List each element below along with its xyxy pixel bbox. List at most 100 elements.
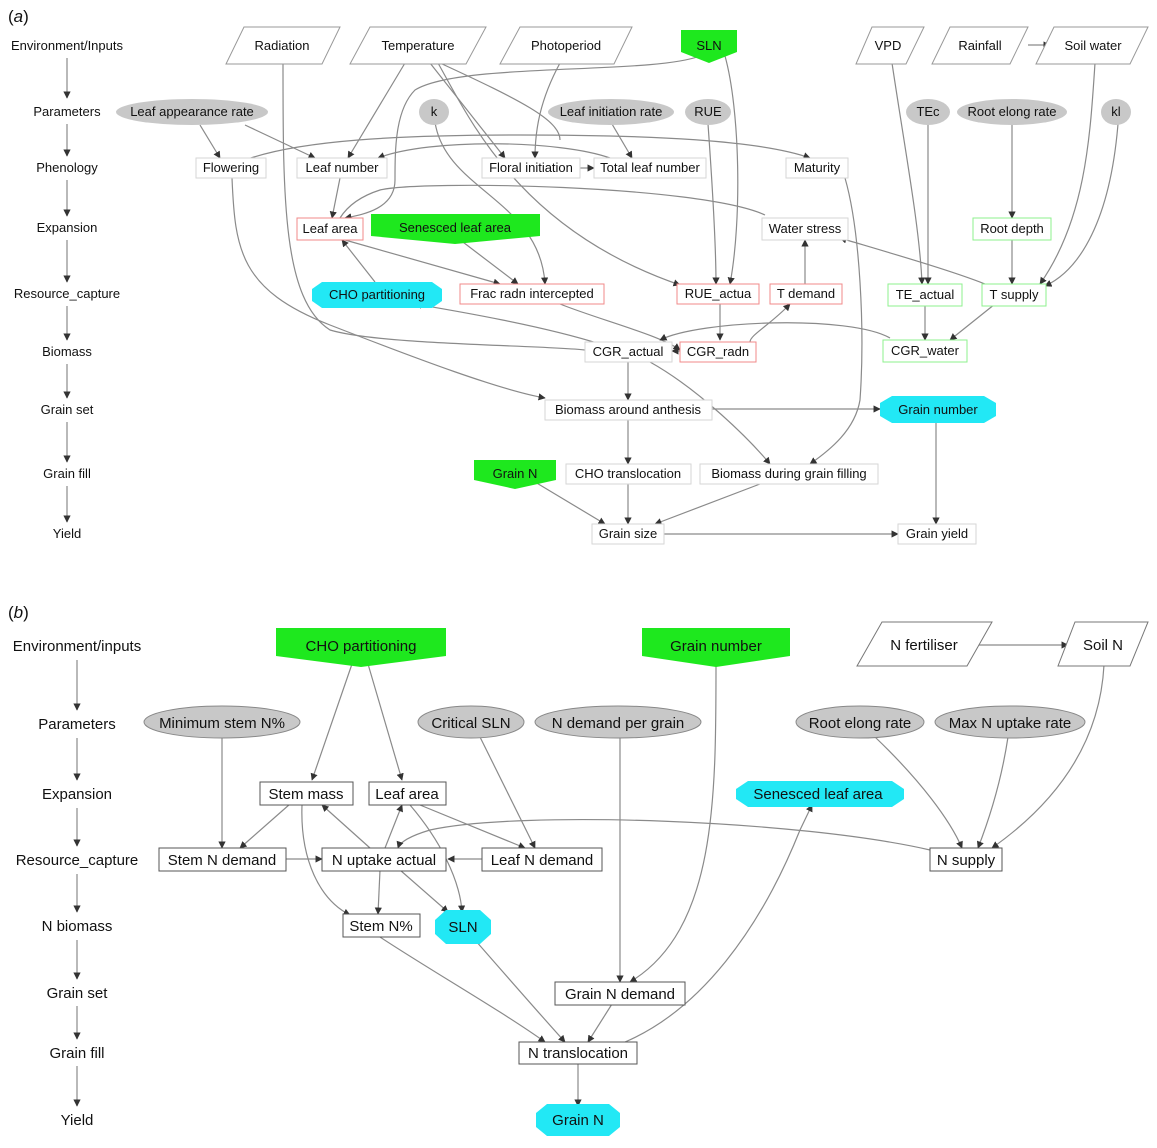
node-maturity: Maturity xyxy=(785,157,849,179)
node-root-depth: Root depth xyxy=(972,217,1052,241)
level-label: Expansion xyxy=(42,786,112,803)
svg-text:Total leaf number: Total leaf number xyxy=(600,160,700,175)
node-photoperiod: Photoperiod xyxy=(499,26,633,65)
node-rue-actua: RUE_actua xyxy=(676,283,760,305)
svg-text:CGR_radn: CGR_radn xyxy=(687,344,749,359)
node-leaf-appearance-rate: Leaf appearance rate xyxy=(116,99,268,125)
svg-text:Root elong rate: Root elong rate xyxy=(968,104,1057,119)
svg-text:Grain number: Grain number xyxy=(670,638,762,655)
level-label: Grain set xyxy=(47,985,109,1002)
node-grain-size: Grain size xyxy=(591,523,665,545)
svg-text:Max N uptake rate: Max N uptake rate xyxy=(949,715,1072,732)
svg-text:CHO translocation: CHO translocation xyxy=(575,466,681,481)
svg-text:CHO partitioning: CHO partitioning xyxy=(306,638,417,655)
node-biomass-around-anthesis: Biomass around anthesis xyxy=(544,399,713,421)
node-rue: RUE xyxy=(685,99,731,125)
svg-text:T demand: T demand xyxy=(777,286,835,301)
svg-text:Leaf number: Leaf number xyxy=(306,160,380,175)
level-label: Yield xyxy=(53,526,81,541)
node-rainfall: Rainfall xyxy=(931,26,1029,65)
svg-text:Minimum stem N%: Minimum stem N% xyxy=(159,715,285,732)
node-k: k xyxy=(419,99,449,125)
node-n-fertiliser: N fertiliser xyxy=(856,621,993,667)
node-grain-number-b: Grain number xyxy=(642,628,790,667)
svg-text:Leaf initiation rate: Leaf initiation rate xyxy=(560,104,663,119)
svg-text:CGR_water: CGR_water xyxy=(891,343,960,358)
svg-text:CGR_actual: CGR_actual xyxy=(593,344,664,359)
svg-text:Water stress: Water stress xyxy=(769,221,842,236)
node-soil-n: Soil N xyxy=(1057,621,1149,667)
svg-text:Grain yield: Grain yield xyxy=(906,526,968,541)
svg-text:CHO partitioning: CHO partitioning xyxy=(329,287,425,302)
svg-text:kl: kl xyxy=(1111,104,1121,119)
svg-text:N translocation: N translocation xyxy=(528,1045,628,1062)
svg-text:N supply: N supply xyxy=(937,852,996,869)
svg-text:TEc: TEc xyxy=(916,104,940,119)
panel-b: (b) Environment/inputs Parameters Expans… xyxy=(8,603,1149,1136)
svg-text:N fertiliser: N fertiliser xyxy=(890,637,958,654)
node-water-stress: Water stress xyxy=(761,217,849,241)
node-senesced-leaf-area-b: Senesced leaf area xyxy=(736,781,904,807)
node-stem-mass: Stem mass xyxy=(259,781,354,806)
node-cgr-water: CGR_water xyxy=(882,339,968,363)
node-minimum-stem-n: Minimum stem N% xyxy=(143,705,301,739)
panel-b-label: (b) xyxy=(8,603,29,622)
node-stem-n-pct: Stem N% xyxy=(342,913,421,938)
svg-text:VPD: VPD xyxy=(875,38,902,53)
node-leaf-n-demand: Leaf N demand xyxy=(481,847,603,872)
svg-text:Leaf area: Leaf area xyxy=(375,786,439,803)
svg-text:Stem N%: Stem N% xyxy=(349,918,412,935)
svg-text:Grain N: Grain N xyxy=(493,466,538,481)
level-label: Environment/Inputs xyxy=(11,38,124,53)
svg-text:Grain N demand: Grain N demand xyxy=(565,986,675,1003)
svg-text:RUE: RUE xyxy=(694,104,722,119)
node-grain-number: Grain number xyxy=(880,396,996,423)
node-root-elong-rate: Root elong rate xyxy=(957,99,1067,125)
node-cgr-actual: CGR_actual xyxy=(584,341,673,363)
svg-text:N uptake actual: N uptake actual xyxy=(332,852,436,869)
node-sln: SLN xyxy=(681,30,737,63)
node-flowering: Flowering xyxy=(195,157,267,179)
node-root-elong-rate-b: Root elong rate xyxy=(795,705,925,739)
node-grain-n: Grain N xyxy=(474,460,556,489)
svg-text:Radiation: Radiation xyxy=(255,38,310,53)
node-total-leaf-number: Total leaf number xyxy=(593,157,707,179)
node-cho-translocation: CHO translocation xyxy=(565,463,692,485)
svg-text:SLN: SLN xyxy=(696,38,721,53)
node-n-demand-per-grain: N demand per grain xyxy=(534,705,702,739)
level-label: Expansion xyxy=(37,220,98,235)
svg-text:Senesced leaf area: Senesced leaf area xyxy=(753,786,883,803)
svg-text:T supply: T supply xyxy=(990,287,1039,302)
svg-text:Biomass during grain filling: Biomass during grain filling xyxy=(711,466,866,481)
node-temperature: Temperature xyxy=(349,26,487,65)
panel-a-label: (a) xyxy=(8,7,29,26)
level-label: Parameters xyxy=(38,716,116,733)
panel-a: (a) Environment/Inputs Parameters Phenol… xyxy=(8,7,1149,545)
level-label: Resource_capture xyxy=(14,286,120,301)
svg-text:Stem N demand: Stem N demand xyxy=(168,852,276,869)
svg-text:Grain N: Grain N xyxy=(552,1112,604,1129)
level-label: Yield xyxy=(61,1112,94,1129)
svg-text:Rainfall: Rainfall xyxy=(958,38,1001,53)
level-label: Resource_capture xyxy=(16,852,139,869)
node-floral-initiation: Floral initiation xyxy=(481,157,581,179)
node-leaf-number: Leaf number xyxy=(296,157,388,179)
node-frac-radn-intercepted: Frac radn intercepted xyxy=(459,283,605,305)
level-label: N biomass xyxy=(42,918,113,935)
node-t-demand: T demand xyxy=(769,283,843,305)
svg-text:Critical SLN: Critical SLN xyxy=(431,715,510,732)
panel-b-edges xyxy=(218,641,1105,1107)
node-radiation: Radiation xyxy=(225,26,341,65)
svg-text:Maturity: Maturity xyxy=(794,160,841,175)
node-leaf-initiation-rate: Leaf initiation rate xyxy=(548,99,674,125)
node-sln-b: SLN xyxy=(435,910,491,944)
level-label: Grain fill xyxy=(43,466,91,481)
panel-b-level-labels: Environment/inputs Parameters Expansion … xyxy=(13,638,141,1129)
level-label: Phenology xyxy=(36,160,98,175)
node-stem-n-demand: Stem N demand xyxy=(158,847,287,872)
node-cho-partitioning: CHO partitioning xyxy=(312,282,442,308)
level-label: Grain set xyxy=(41,402,94,417)
level-label: Parameters xyxy=(33,104,101,119)
svg-text:Flowering: Flowering xyxy=(203,160,259,175)
